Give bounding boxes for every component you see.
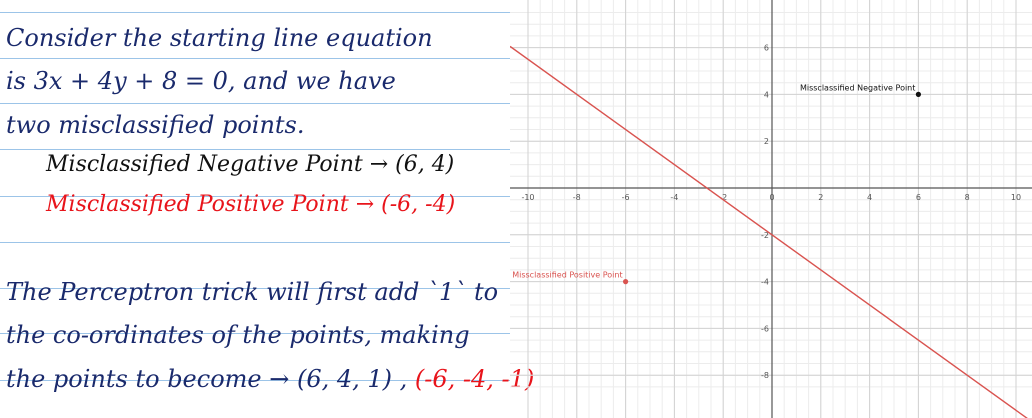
x-tick-label: 4 (867, 193, 872, 202)
negative-point (915, 91, 921, 97)
x-tick-label: -2 (719, 193, 727, 202)
negative-point-note: Misclassified Negative Point → (6, 4) (46, 152, 455, 177)
notebook-rule (0, 196, 510, 197)
x-tick-label: -10 (521, 193, 534, 202)
x-tick-label: -4 (670, 193, 678, 202)
positive-point-label: Missclassified Positive Point (512, 271, 622, 280)
note-line-2: is 3x + 4y + 8 = 0, and we have (6, 67, 396, 95)
notebook-rule (0, 58, 510, 59)
notebook-rule (0, 242, 510, 243)
y-tick-label: -4 (761, 278, 769, 287)
positive-point-note: Misclassified Positive Point → (-6, -4) (46, 192, 456, 217)
notebook-rule (0, 380, 510, 381)
notebook-rule (0, 288, 510, 289)
notebook-rule (0, 333, 510, 334)
x-tick-label: 8 (965, 193, 970, 202)
x-tick-label: -8 (573, 193, 581, 202)
note-line-8: the points to become → (6, 4, 1) , (-6, … (6, 365, 534, 393)
note-line-6: The Perceptron trick will first add `1` … (6, 278, 499, 306)
y-tick-label: -2 (761, 231, 769, 240)
x-tick-label: -6 (622, 193, 630, 202)
notebook-rule (0, 12, 510, 13)
note-line-1: Consider the starting line equation (6, 24, 433, 52)
note-line-8-text: the points to become → (6, 4, 1) , (6, 365, 415, 393)
notebook-rule (0, 103, 510, 104)
x-tick-label: 10 (1011, 193, 1021, 202)
positive-point (623, 279, 629, 285)
note-line-7: the co-ordinates of the points, making (6, 321, 470, 349)
y-tick-label: 2 (764, 137, 769, 146)
x-tick-label: 6 (916, 193, 921, 202)
augmented-positive-point: (-6, -4, -1) (414, 365, 535, 393)
decision-line (510, 45, 1028, 418)
note-line-3: two misclassified points. (6, 111, 305, 139)
notebook-rule (0, 149, 510, 150)
x-tick-label: 2 (818, 193, 823, 202)
y-tick-label: -8 (761, 371, 769, 380)
y-tick-label: 6 (764, 44, 769, 53)
notes-panel: Consider the starting line equation is 3… (0, 0, 534, 418)
y-tick-label: 4 (764, 90, 769, 99)
y-tick-label: -6 (761, 324, 769, 333)
x-tick-label: 0 (769, 193, 774, 202)
negative-point-label: Missclassified Negative Point (800, 83, 915, 92)
